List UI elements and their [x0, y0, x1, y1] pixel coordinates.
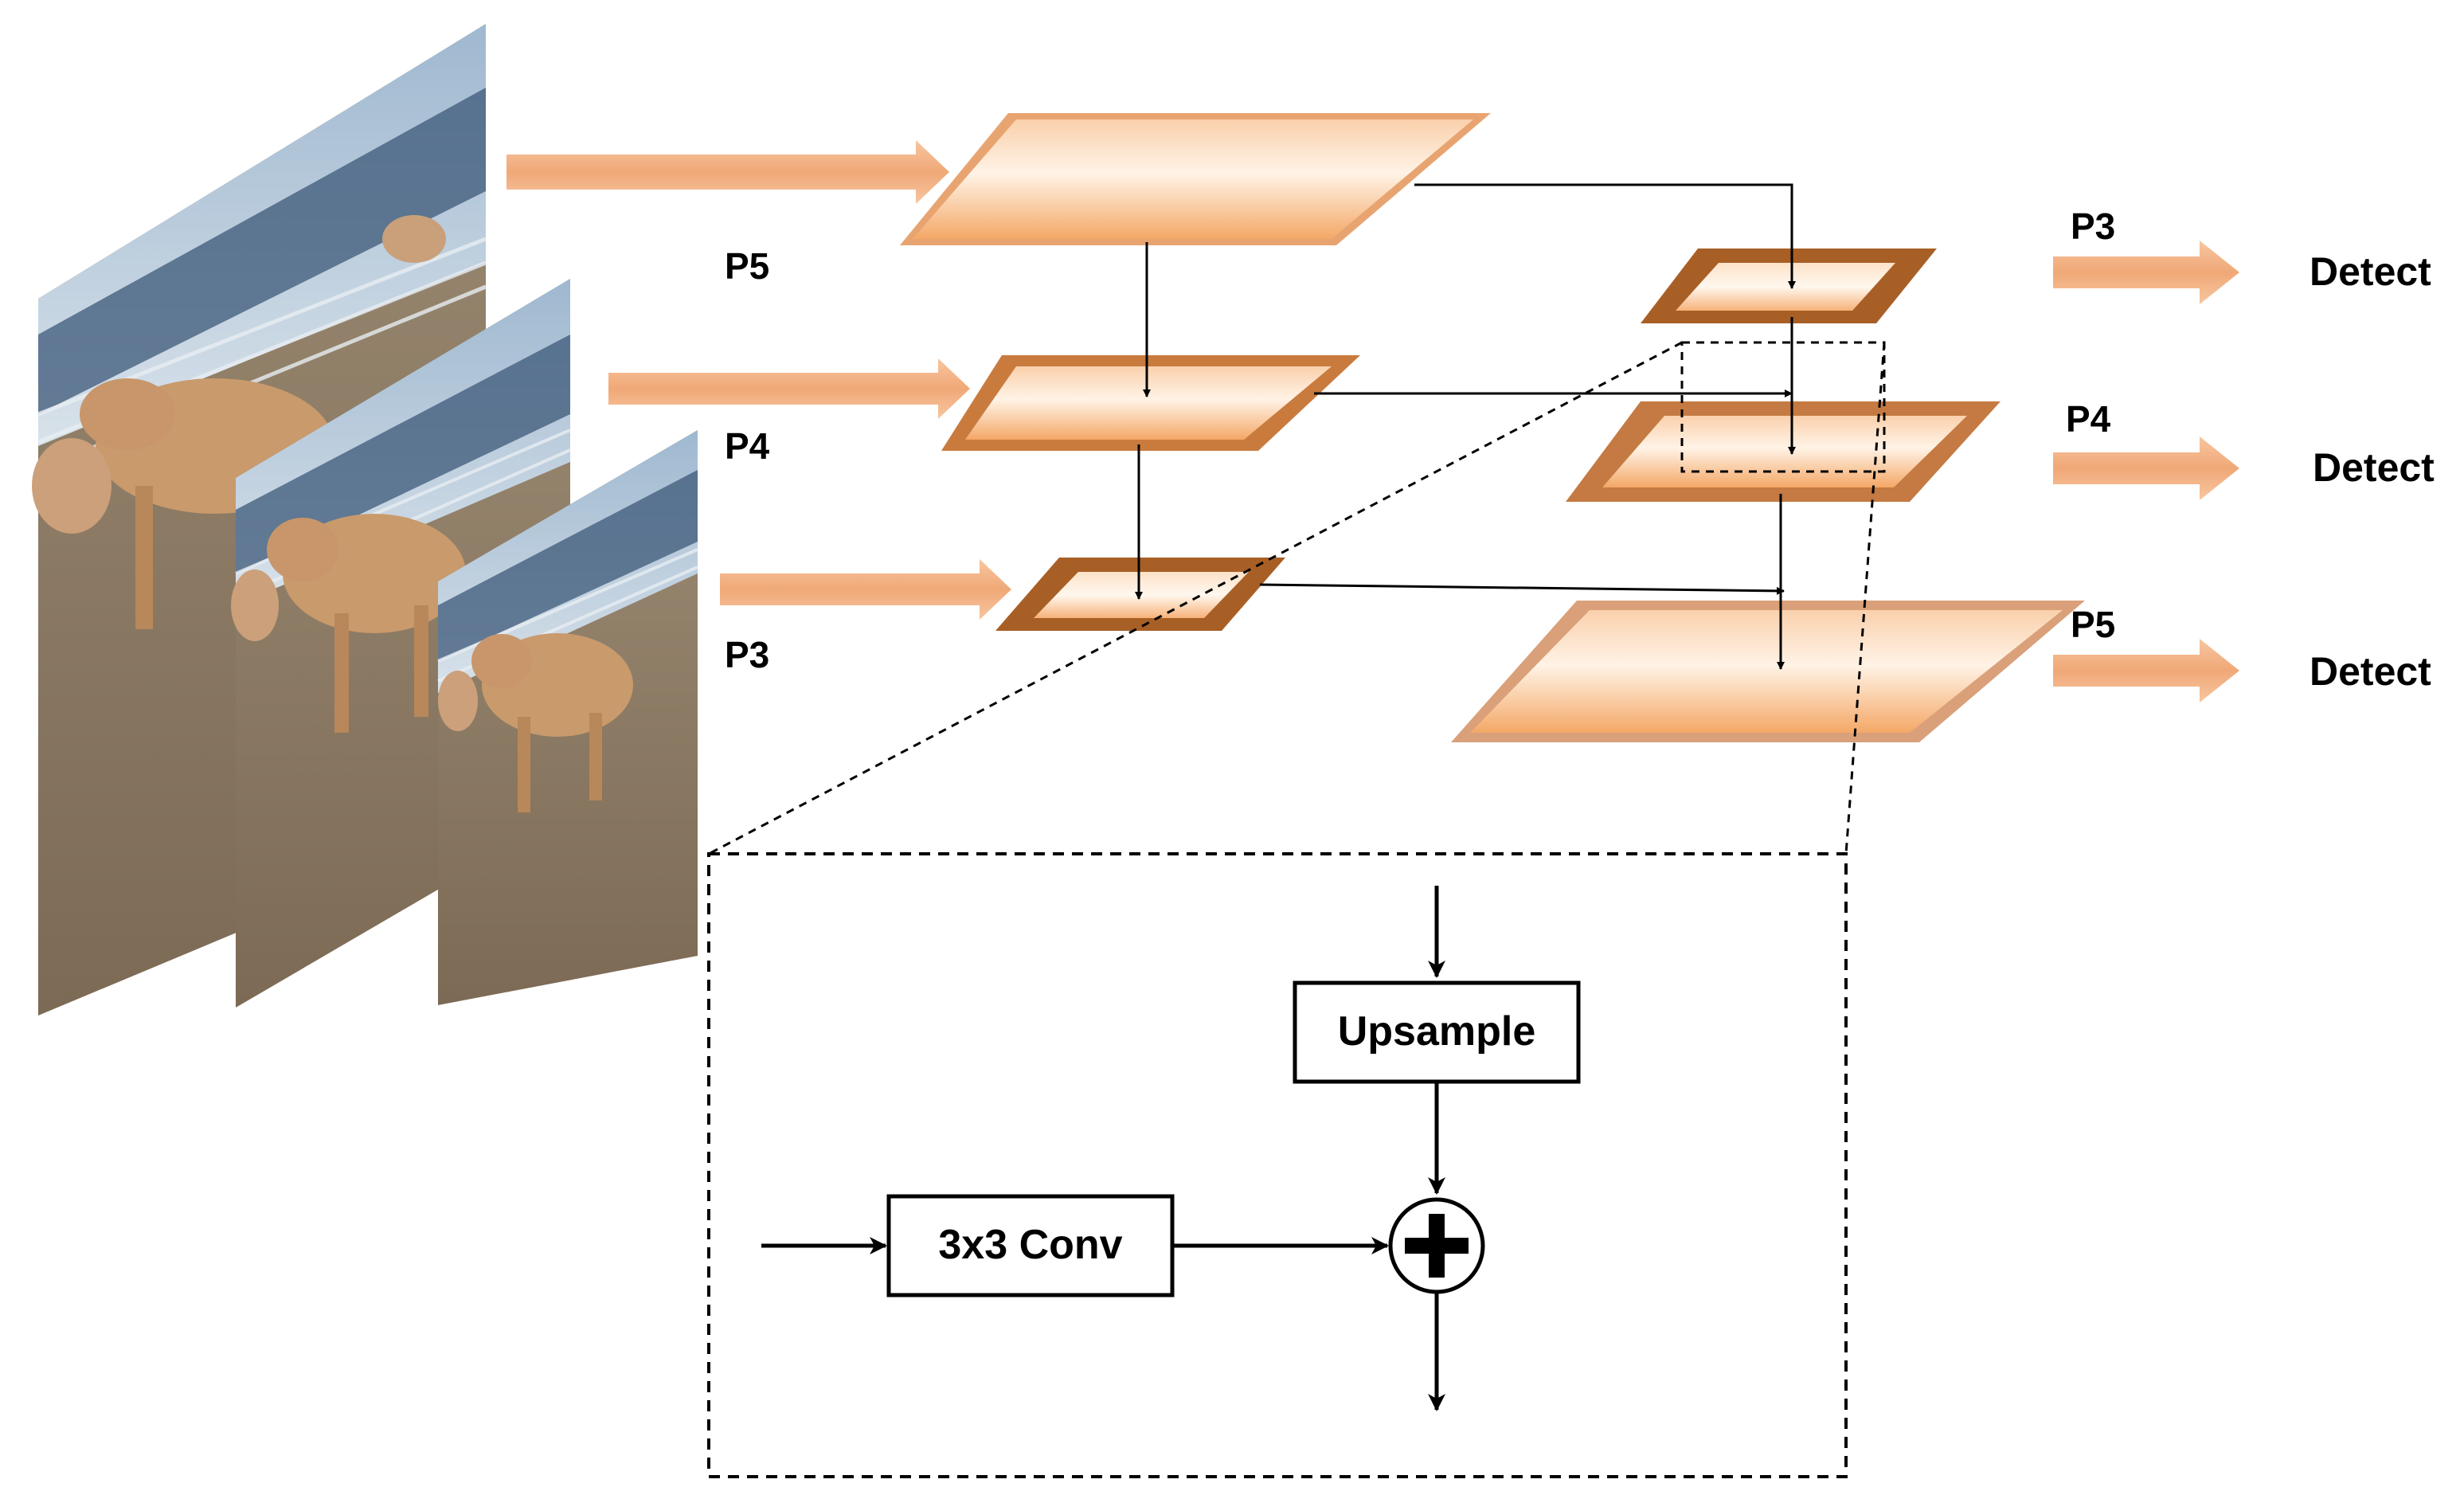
detect-label-3: Detect: [2310, 649, 2431, 694]
label-left-p5: P5: [725, 245, 769, 287]
detect-label-1: Detect: [2310, 249, 2431, 294]
output-arrow-p4: [2053, 436, 2239, 500]
plate-left-p5: [900, 113, 1491, 245]
input-image-small: [437, 430, 698, 1005]
label-right-p4: P4: [2066, 398, 2111, 440]
plate-left-p4: [941, 355, 1360, 451]
detail-panel: Upsample 3x3 Conv: [707, 852, 1848, 1478]
zoom-source-box: [1680, 341, 1886, 473]
detect-label-2: Detect: [2313, 445, 2435, 490]
zoom-line-left: [708, 341, 1683, 855]
upsample-label: Upsample: [1338, 1008, 1536, 1055]
plate-left-p3: [995, 558, 1285, 631]
output-arrow-p5: [2053, 639, 2239, 702]
label-left-p4: P4: [725, 425, 770, 467]
label-right-p3: P3: [2071, 205, 2115, 247]
upsample-box: [1293, 980, 1581, 1084]
connector-lines: [1135, 183, 1796, 670]
plate-right-p3: [1641, 249, 1937, 323]
plate-right-p5: [1451, 601, 2085, 742]
input-image-stack: [32, 24, 698, 1016]
conv-label: 3x3 Conv: [938, 1222, 1122, 1268]
output-arrow-p3: [2053, 241, 2239, 304]
plate-right-p4: [1566, 401, 2001, 502]
input-arrow-p5: [506, 140, 949, 204]
label-right-p5: P5: [2071, 604, 2115, 645]
label-left-p3: P3: [725, 634, 769, 675]
output-arrows: [2053, 241, 2239, 702]
detail-dashed-box: [707, 852, 1848, 1478]
input-arrow-p3: [720, 559, 1011, 620]
input-arrow-p4: [608, 358, 970, 419]
plus-circle-icon: [1388, 1197, 1485, 1294]
input-arrows: [506, 140, 1011, 620]
